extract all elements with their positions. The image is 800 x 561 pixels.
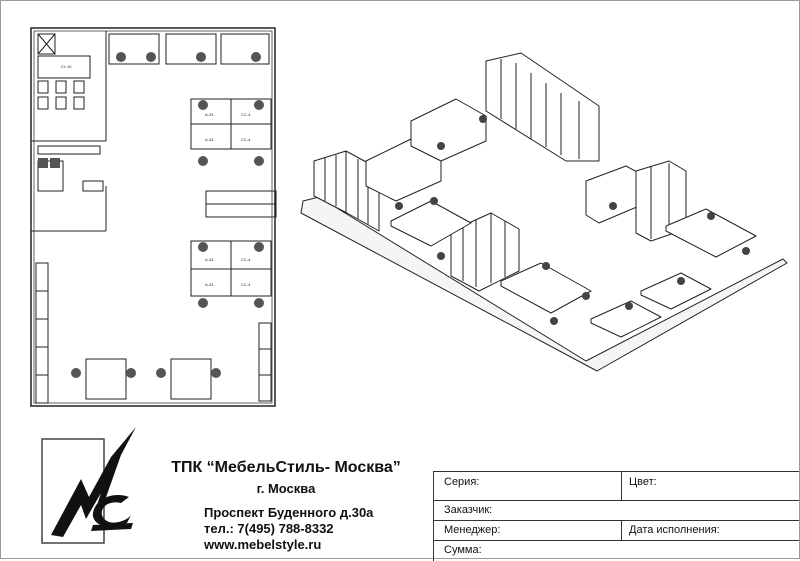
iso-chair [550, 317, 558, 325]
wall-cabinets [35, 262, 49, 404]
form-row-sum: Сумма: [434, 540, 799, 560]
chair [73, 80, 85, 94]
manager-label: Менеджер: [444, 524, 501, 536]
company-phone: тел.: 7(495) 788-8332 [204, 521, 334, 536]
sum-label: Сумма: [444, 544, 482, 556]
desk-group [85, 358, 127, 400]
iso-workstation [500, 262, 592, 314]
chair [37, 80, 49, 94]
kitchen-stove [37, 33, 56, 55]
iso-chair [609, 202, 617, 210]
company-address: Проспект Буденного д.30а [204, 505, 374, 520]
iso-chair [625, 302, 633, 310]
desk-group [165, 33, 217, 65]
office-chair [156, 368, 166, 378]
plan-label: CC-4 [241, 112, 251, 117]
chair [73, 96, 85, 110]
desk-group [108, 33, 160, 65]
sink-basin [50, 158, 60, 168]
form-row-customer: Заказчик: [434, 500, 799, 521]
office-chair [198, 298, 208, 308]
kitchen-counter [37, 145, 101, 155]
company-name: ТПК “МебельСтиль- Москва” [171, 459, 401, 476]
iso-floor-edge [300, 196, 788, 372]
plan-label: CC-4 [241, 137, 251, 142]
company-website[interactable]: www.mebelstyle.ru [204, 537, 322, 552]
chair [37, 96, 49, 110]
desk-group [170, 358, 212, 400]
iso-chair [479, 115, 487, 123]
iso-chair [707, 212, 715, 220]
office-chair [254, 242, 264, 252]
office-chair [71, 368, 81, 378]
customer-label: Заказчик: [444, 504, 493, 516]
office-chair [196, 52, 206, 62]
office-chair [254, 156, 264, 166]
cabinet [82, 180, 104, 192]
chair [55, 80, 67, 94]
plan-label: A-33 [205, 282, 214, 287]
office-chair [198, 242, 208, 252]
iso-chair [582, 292, 590, 300]
iso-chair [677, 277, 685, 285]
office-chair [146, 52, 156, 62]
order-form: Серия: Цвет: Заказчик: Менеджер: Дата ис… [433, 471, 799, 561]
office-chair [254, 100, 264, 110]
kitchen-table [37, 55, 91, 79]
sink-basin [38, 158, 48, 168]
iso-chair [395, 202, 403, 210]
office-chair [198, 156, 208, 166]
iso-cabinet-row [485, 52, 600, 162]
form-divider [621, 472, 622, 500]
iso-workstation [665, 208, 757, 258]
desk-group [220, 33, 270, 65]
iso-chair [542, 262, 550, 270]
office-chair [116, 52, 126, 62]
iso-workstation [410, 98, 487, 162]
office-chair [254, 298, 264, 308]
iso-workstation [640, 272, 712, 310]
iso-chair [742, 247, 750, 255]
iso-workstation [390, 200, 472, 247]
plan-label: CC-4 [241, 257, 251, 262]
office-chair [211, 368, 221, 378]
iso-workstation [590, 300, 662, 338]
iso-chair [430, 197, 438, 205]
plan-label: A-33 [205, 257, 214, 262]
plan-label-kitchen: Ст-10 [61, 64, 72, 69]
color-label: Цвет: [629, 476, 657, 488]
chair [55, 96, 67, 110]
iso-reception [585, 165, 640, 224]
office-chair [198, 100, 208, 110]
office-chair [251, 52, 261, 62]
iso-chair [437, 252, 445, 260]
iso-chair [437, 142, 445, 150]
plan-label: A-33 [205, 112, 214, 117]
series-label: Серия: [444, 476, 480, 488]
company-city: г. Москва [256, 481, 316, 496]
wall-cabinets [258, 322, 272, 402]
plan-label: A-33 [205, 137, 214, 142]
company-logo [41, 427, 136, 544]
form-row-series: Серия: Цвет: [434, 472, 799, 501]
due-date-label: Дата исполнения: [629, 524, 720, 536]
form-row-manager: Менеджер: Дата исполнения: [434, 520, 799, 541]
plan-label: CC-4 [241, 282, 251, 287]
office-chair [126, 368, 136, 378]
form-divider [621, 520, 622, 540]
